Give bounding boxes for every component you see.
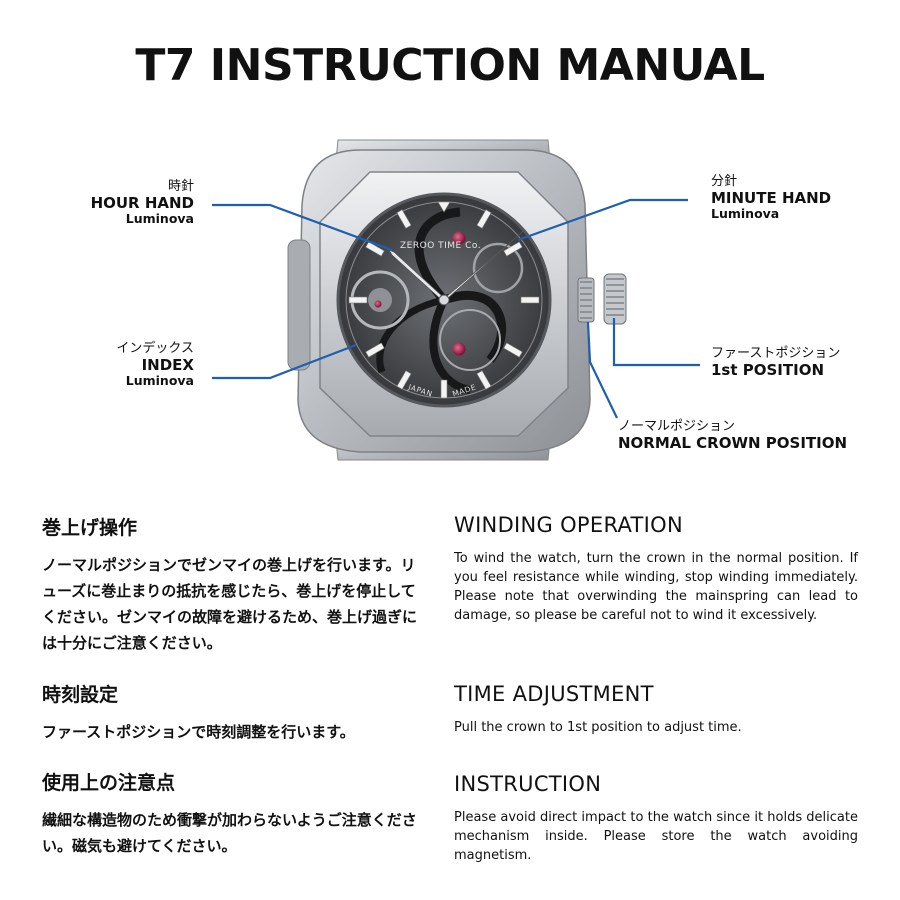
callout-hour-hand-en: HOUR HAND — [90, 193, 194, 212]
leader-normal-position — [586, 321, 618, 419]
page-title: T7 INSTRUCTION MANUAL — [135, 40, 765, 91]
callout-hour-hand-jp: 時針 — [167, 179, 194, 194]
callout-index: インデックス INDEX Luminova — [116, 341, 194, 389]
callout-normal-position: ノーマルポジション NORMAL CROWN POSITION — [618, 419, 848, 452]
case-side-guard — [287, 239, 311, 371]
callout-normal-position-jp: ノーマルポジション — [618, 419, 736, 434]
leader-1st-position — [612, 318, 700, 367]
jewel-left — [374, 300, 382, 308]
callout-minute-hand: 分針 MINUTE HAND Luminova — [711, 174, 832, 222]
en-section-time: TIME ADJUSTMENT Pull the crown to 1st po… — [454, 682, 858, 737]
callout-1st-position-jp: ファーストポジション — [711, 346, 841, 361]
callout-hour-hand: 時針 HOUR HAND Luminova — [90, 179, 194, 227]
callout-normal-position-en: NORMAL CROWN POSITION — [618, 433, 848, 452]
en-section-time-body: Pull the crown to 1st position to adjust… — [454, 720, 742, 735]
leader-index — [212, 343, 357, 380]
callout-1st-position-en: 1st POSITION — [711, 360, 825, 379]
callout-minute-hand-jp: 分針 — [711, 174, 738, 189]
callout-hour-hand-sub: Luminova — [125, 211, 194, 227]
jewel-bottom — [452, 342, 466, 356]
jp-section-winding-title: 巻上げ操作 — [42, 517, 138, 539]
callout-1st-position: ファーストポジション 1st POSITION — [711, 346, 841, 379]
crown-1st-position — [603, 273, 627, 325]
en-section-instruction: INSTRUCTION Please avoid direct impact t… — [454, 772, 858, 865]
jp-section-winding-body: ノーマルポジションでゼンマイの巻上げを行います。リューズに巻止まりの抵抗を感じた… — [42, 556, 418, 652]
callout-minute-hand-sub: Luminova — [711, 206, 780, 222]
en-section-instruction-title: INSTRUCTION — [454, 772, 602, 796]
jp-section-winding: 巻上げ操作 ノーマルポジションでゼンマイの巻上げを行います。リューズに巻止まりの… — [42, 513, 427, 656]
jp-section-instruction: 使用上の注意点 繊細な構造物のため衝撃が加わらないようご注意ください。磁気も避け… — [42, 768, 427, 859]
en-section-time-title: TIME ADJUSTMENT — [454, 682, 654, 706]
hour-indices — [348, 201, 540, 399]
crown-normal-position — [577, 277, 595, 323]
callout-index-sub: Luminova — [125, 373, 194, 389]
jp-section-instruction-title: 使用上の注意点 — [42, 772, 176, 794]
jp-section-time-body: ファーストポジションで時刻調整を行います。 — [42, 723, 355, 741]
jp-section-time-title: 時刻設定 — [42, 684, 119, 706]
leader-minute-hand — [517, 198, 688, 242]
dial-brand-text: ZEROO TIME Co. — [400, 241, 482, 251]
en-section-instruction-body: Please avoid direct impact to the watch … — [454, 810, 858, 863]
jp-section-time: 時刻設定 ファーストポジションで時刻調整を行います。 — [42, 680, 427, 745]
en-section-winding: WINDING OPERATION To wind the watch, tur… — [454, 513, 858, 625]
jp-section-instruction-body: 繊細な構造物のため衝撃が加わらないようご注意ください。磁気も避けてください。 — [42, 811, 417, 855]
callout-minute-hand-en: MINUTE HAND — [711, 188, 832, 207]
en-section-winding-title: WINDING OPERATION — [454, 513, 683, 537]
watch-illustration — [212, 139, 700, 461]
jewel-top — [452, 231, 466, 245]
leader-hour-hand — [212, 203, 393, 252]
callout-index-jp: インデックス — [116, 341, 194, 356]
en-section-winding-body: To wind the watch, turn the crown in the… — [454, 551, 858, 623]
callout-index-en: INDEX — [141, 355, 194, 374]
